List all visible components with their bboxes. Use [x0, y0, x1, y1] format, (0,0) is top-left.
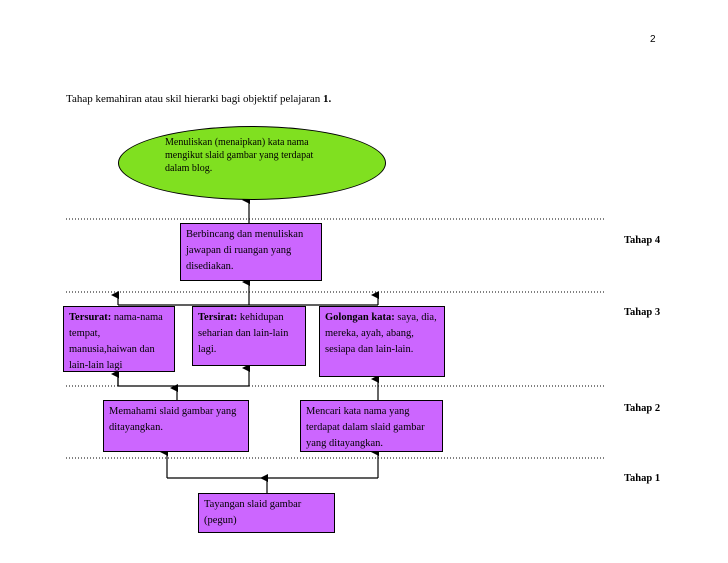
mencari-box: Mencari kata nama yang terdapat dalam sl… [300, 400, 443, 452]
tahap-1-label: Tahap 1 [624, 473, 661, 484]
tayangan-box: Tayangan slaid gambar (pegun) [198, 493, 335, 533]
tahap-3-label: Tahap 3 [624, 307, 661, 318]
tersurat-box: Tersurat: nama-nama tempat, manusia,haiw… [63, 306, 175, 372]
golongan-kata-box: Golongan kata: saya, dia, mereka, ayah, … [319, 306, 445, 377]
tahap-2-label: Tahap 2 [624, 403, 661, 414]
goal-ellipse [118, 126, 386, 200]
tersirat-box: Tersirat: kehidupan seharian dan lain-la… [192, 306, 306, 366]
level4-box: Berbincang dan menuliskan jawapan di rua… [180, 223, 322, 281]
intro-text: Tahap kemahiran atau skil hierarki bagi … [66, 93, 332, 105]
tahap-4-label: Tahap 4 [624, 235, 661, 246]
goal-text: Menuliskan (menaipkan) kata nama mengiku… [165, 137, 314, 174]
page-number: 2 [650, 34, 656, 45]
memahami-box: Memahami slaid gambar yang ditayangkan. [103, 400, 249, 452]
